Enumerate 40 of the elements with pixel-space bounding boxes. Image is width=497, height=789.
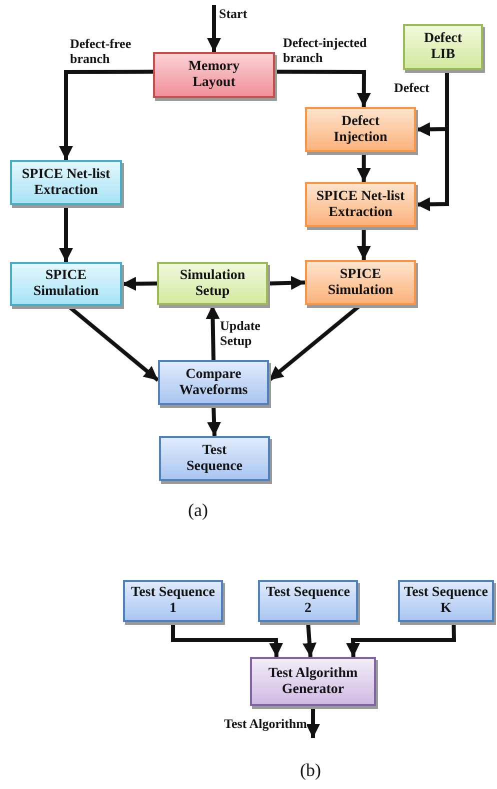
process-box [305,182,416,227]
process-box [305,260,416,305]
process-box [10,160,122,205]
arrow [268,276,306,290]
arrow [171,622,284,658]
panel-label: (a) [188,500,208,521]
box-label: SPICE Simulation [32,268,100,300]
process-box [258,580,358,622]
box-label: Test Sequence 1 [131,585,215,617]
box-label: Test Sequence K [404,585,488,617]
process-box [250,657,376,706]
arrow [356,227,371,260]
process-box [158,360,269,405]
process-box [10,262,122,306]
process-box [305,107,416,152]
arrow [356,152,371,182]
process-box [157,262,268,305]
process-box [123,580,223,622]
box-label: Compare Waveforms [178,366,249,398]
box-label: Simulation Setup [178,268,246,300]
arrow [59,70,153,160]
process-box [159,436,270,481]
panel-label: (b) [300,760,321,781]
arrow [275,70,371,107]
arrow [122,276,158,291]
arrow [207,5,221,52]
box-label: Defect LIB [422,31,464,63]
box-label: SPICE Net-list Extraction [20,166,112,198]
box-label: Defect Injection [332,114,388,146]
process-box [398,580,494,622]
box-label: Memory Layout [187,59,241,91]
arrow [306,706,320,738]
arrow [59,205,73,262]
box-label: Test Algorithm Generator [267,666,359,698]
box-label: SPICE Simulation [326,266,394,298]
process-box [153,52,275,98]
box-label: Test Sequence 2 [266,585,350,617]
box-label: SPICE Net-list Extraction [315,188,406,220]
box-label: Test Sequence [186,442,244,474]
process-box [403,24,483,70]
